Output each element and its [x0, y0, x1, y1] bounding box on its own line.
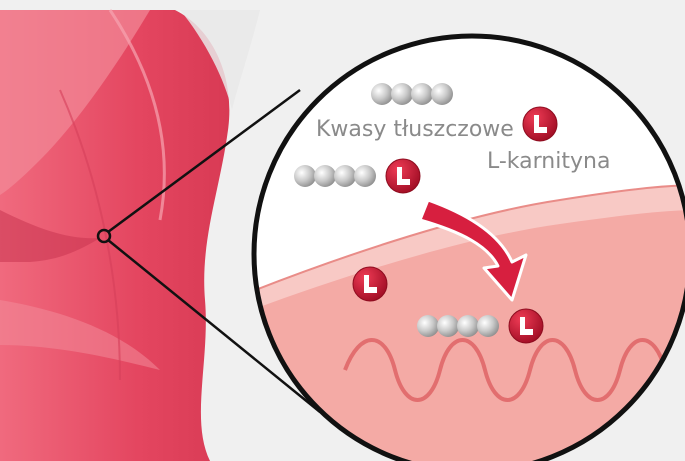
l-carnitine-badge-icon: [509, 309, 543, 343]
carnitine-label: L-karnityna: [487, 149, 610, 174]
l-carnitine-badge-icon: [353, 267, 387, 301]
fatty-acids-label: Kwasy tłuszczowe: [316, 117, 514, 142]
l-carnitine-badge-icon: [386, 159, 420, 193]
l-carnitine-badge-icon: [523, 107, 557, 141]
